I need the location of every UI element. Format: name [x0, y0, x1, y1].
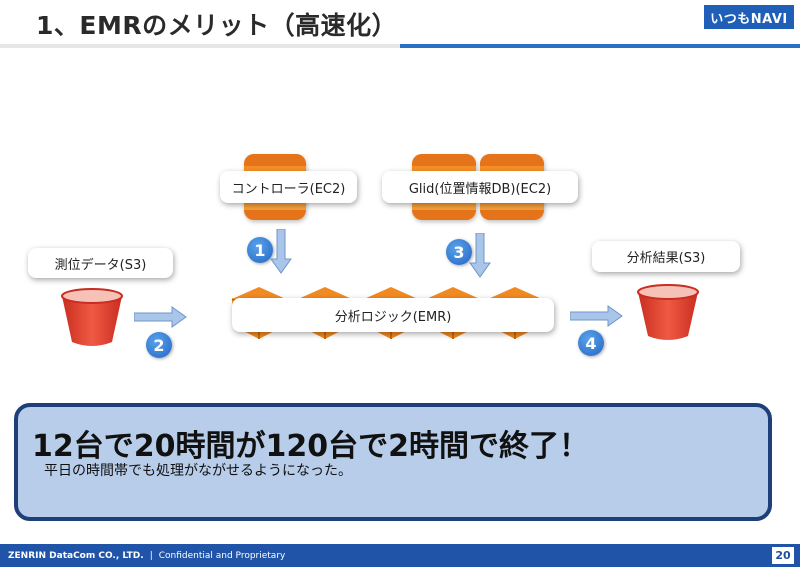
title-underline — [0, 44, 800, 48]
footer-separator: | — [149, 550, 153, 561]
step-2-badge: 2 — [146, 332, 172, 358]
step-2-arrow-icon — [134, 306, 187, 328]
step-4-badge: 4 — [578, 330, 604, 356]
footer-confidential: Confidential and Proprietary — [158, 550, 286, 561]
brand-logo: いつもNAVI — [704, 5, 794, 29]
controller-label: コントローラ(EC2) — [220, 171, 357, 203]
step-3-badge: 3 — [446, 239, 472, 265]
footer-company: ZENRIN DataCom CO., LTD. — [8, 550, 144, 561]
glid-label: Glid(位置情報DB)(EC2) — [382, 171, 578, 203]
step-4-arrow-icon — [570, 305, 623, 327]
analysis-logic-label: 分析ロジック(EMR) — [232, 298, 554, 332]
result-summary-box: 12台で20時間が120台で2時間で終了！ 平日の時間帯でも処理がながせるように… — [14, 403, 772, 521]
footer-bar: ZENRIN DataCom CO., LTD. | Confidential … — [0, 544, 800, 567]
slide-title: 1、EMRのメリット（高速化） — [36, 11, 398, 40]
result-subtext: 平日の時間帯でも処理がながせるようになった。 — [44, 463, 352, 479]
analysis-result-label: 分析結果(S3) — [592, 241, 740, 272]
step-1-arrow-icon — [270, 229, 292, 274]
step-1-badge: 1 — [247, 237, 273, 263]
step-3-arrow-icon — [469, 233, 491, 278]
positioning-bucket-icon — [61, 288, 123, 346]
result-bucket-icon — [637, 284, 699, 340]
result-headline: 12台で20時間が120台で2時間で終了！ — [32, 429, 589, 464]
positioning-data-label: 測位データ(S3) — [28, 248, 173, 278]
page-number: 20 — [772, 547, 794, 564]
